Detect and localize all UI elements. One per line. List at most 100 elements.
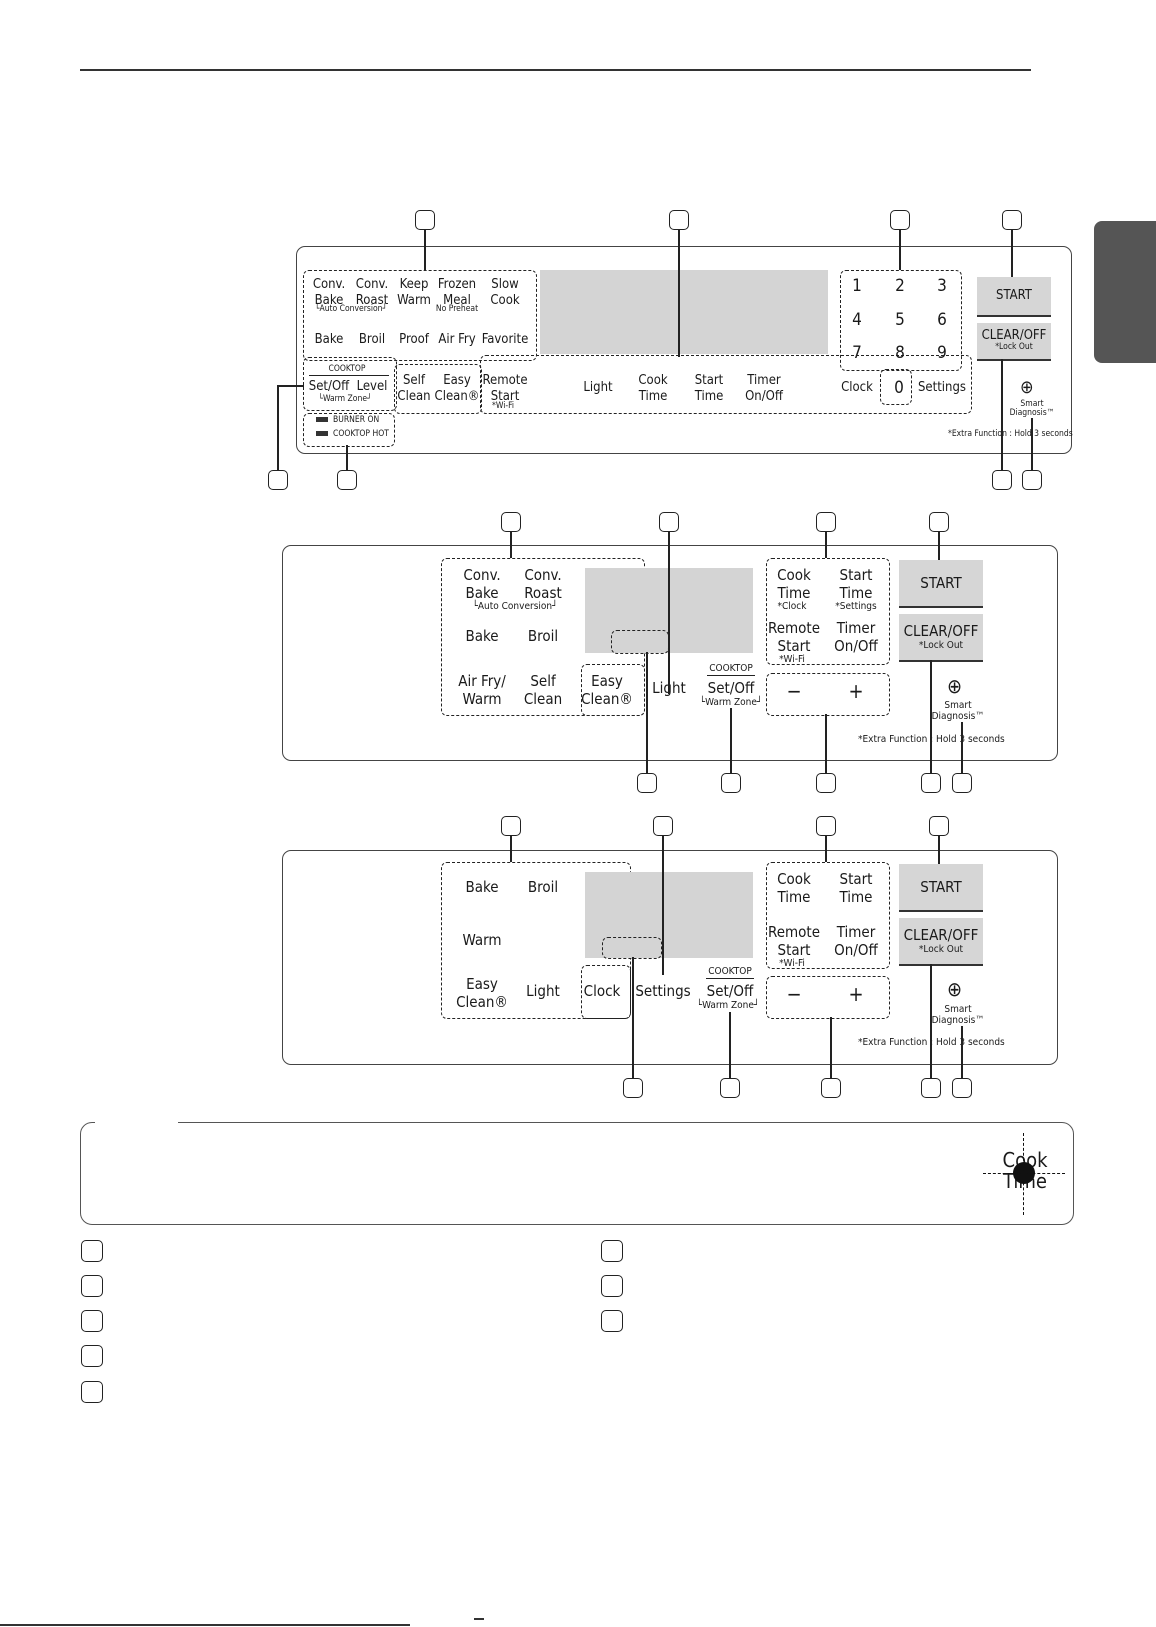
callout-marker — [816, 512, 836, 532]
plus-button[interactable]: + — [848, 982, 864, 1006]
numpad-key-1[interactable]: 1 — [852, 276, 862, 296]
clear-off-button[interactable]: CLEAR/OFF*Lock Out — [899, 614, 983, 662]
clock-button[interactable]: Clock — [583, 982, 621, 1000]
minus-button[interactable]: − — [786, 982, 802, 1006]
callout-marker — [952, 773, 972, 793]
numpad-key-9[interactable]: 9 — [937, 343, 947, 363]
light-button[interactable]: Light — [583, 380, 613, 395]
warm-zone-label: └Warm Zone┘ — [318, 394, 372, 404]
callout-marker — [890, 210, 910, 230]
numpad-key-0[interactable]: 0 — [894, 378, 904, 398]
header-rule — [80, 69, 1031, 71]
clear-off-button[interactable]: CLEAR/OFF*Lock Out — [899, 918, 983, 966]
bake-button[interactable]: Bake — [465, 627, 499, 645]
auto-conversion-label: └Auto Conversion┘ — [472, 601, 558, 612]
conv-roast-button[interactable]: Conv.Roast — [355, 277, 389, 308]
proof-button[interactable]: Proof — [399, 332, 429, 347]
callout-marker — [623, 1078, 643, 1098]
clock-button[interactable]: Clock — [841, 380, 873, 395]
numpad-key-3[interactable]: 3 — [937, 276, 947, 296]
light-button[interactable]: Light — [526, 982, 560, 1000]
air-fry-button[interactable]: Air Fry — [438, 332, 476, 347]
cooktop-set-off-button[interactable]: Set/Off — [706, 982, 754, 1000]
numpad-key-2[interactable]: 2 — [895, 276, 905, 296]
callout-marker — [659, 512, 679, 532]
callout-marker — [1022, 470, 1042, 490]
warm-zone-label: └Warm Zone┘ — [696, 1000, 760, 1011]
air-fry-warm-button[interactable]: Air Fry/Warm — [458, 672, 506, 708]
cooktop-hot-indicator: COOKTOP HOT — [316, 429, 389, 439]
cooktop-label: COOKTOP — [709, 663, 753, 674]
footer-rule — [0, 1624, 410, 1626]
callout-marker — [415, 210, 435, 230]
minus-button[interactable]: − — [786, 679, 802, 703]
numpad-key-7[interactable]: 7 — [852, 343, 862, 363]
settings-button[interactable]: Settings — [918, 380, 966, 395]
bake-button[interactable]: Bake — [314, 332, 344, 347]
bake-button[interactable]: Bake — [465, 878, 499, 896]
footer-mark — [474, 1618, 484, 1620]
warm-button[interactable]: Warm — [462, 931, 502, 949]
broil-button[interactable]: Broil — [527, 627, 559, 645]
smart-diagnosis-icon[interactable]: ⊕ — [947, 977, 963, 1001]
numpad-key-6[interactable]: 6 — [937, 310, 947, 330]
callout-marker — [720, 1078, 740, 1098]
legend-marker — [601, 1275, 623, 1297]
smart-diagnosis-icon[interactable]: ⊕ — [947, 674, 963, 698]
numpad-key-8[interactable]: 8 — [895, 343, 905, 363]
auto-conversion-label: └Auto Conversion┘ — [314, 304, 388, 314]
favorite-button[interactable]: Favorite — [481, 332, 529, 347]
cooktop-set-off-button[interactable]: Set/Off — [308, 379, 350, 394]
conv-roast-button[interactable]: Conv.Roast — [524, 566, 562, 602]
callout-marker — [669, 210, 689, 230]
note-box — [80, 1122, 1074, 1225]
wifi-label: *Wi-Fi — [779, 654, 805, 665]
numpad-key-4[interactable]: 4 — [852, 310, 862, 330]
conv-bake-button[interactable]: Conv.Bake — [312, 277, 346, 308]
callout-marker — [268, 470, 288, 490]
conv-bake-button[interactable]: Conv.Bake — [463, 566, 501, 602]
burner-on-indicator: BURNER ON — [316, 415, 379, 425]
legend-marker — [81, 1345, 103, 1367]
numpad-key-5[interactable]: 5 — [895, 310, 905, 330]
callout-marker — [501, 512, 521, 532]
smart-diagnosis-icon[interactable]: ⊕ — [1020, 377, 1034, 398]
cooktop-level-button[interactable]: Level — [356, 379, 388, 394]
cooktop-set-off-button[interactable]: Set/Off — [707, 679, 755, 697]
legend-marker — [81, 1310, 103, 1332]
cooktop-label: COOKTOP — [328, 364, 366, 374]
plus-button[interactable]: + — [848, 679, 864, 703]
cooktop-label: COOKTOP — [708, 966, 752, 977]
callout-marker — [721, 773, 741, 793]
callout-marker — [1002, 210, 1022, 230]
start-button[interactable]: START — [977, 277, 1051, 317]
start-button[interactable]: START — [899, 864, 983, 912]
wifi-label: *Wi-Fi — [492, 401, 514, 411]
start-button[interactable]: START — [899, 560, 983, 608]
display-window-c — [585, 872, 753, 958]
broil-button[interactable]: Broil — [527, 878, 559, 896]
broil-button[interactable]: Broil — [358, 332, 386, 347]
settings-button[interactable]: Settings — [635, 982, 691, 1000]
clear-off-button[interactable]: CLEAR/OFF*Lock Out — [977, 323, 1051, 361]
